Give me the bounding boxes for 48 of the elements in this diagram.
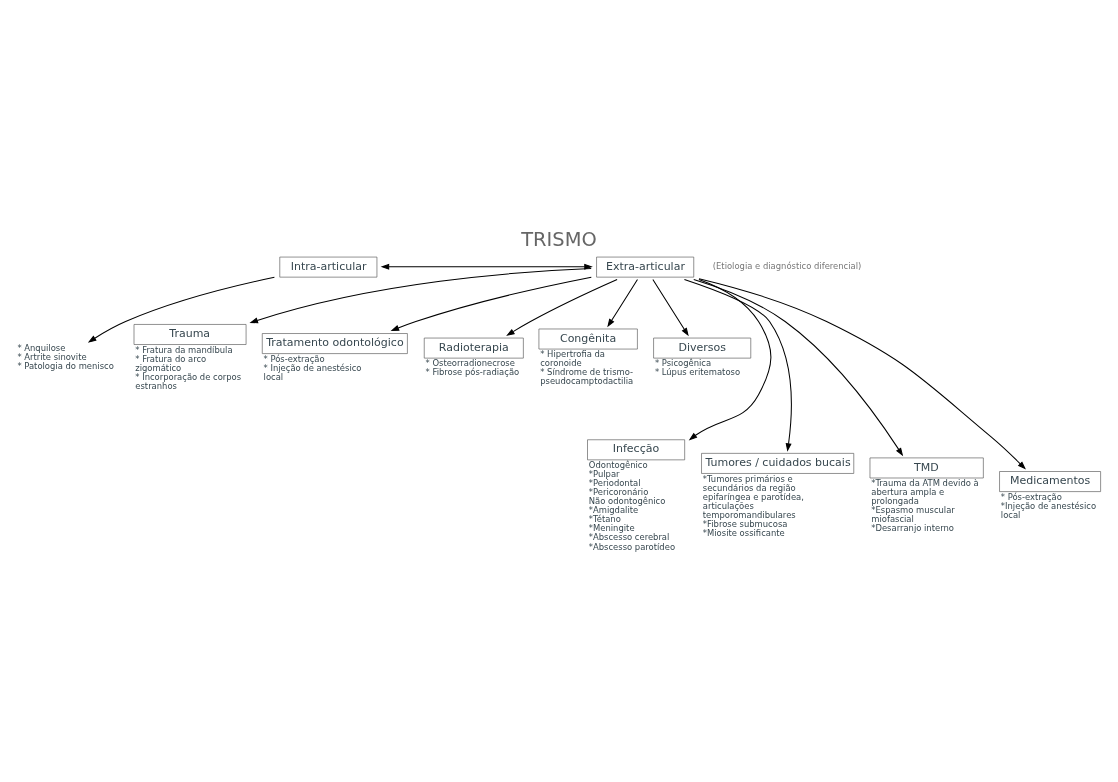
node-label: * Osteorradionecrose <box>425 357 515 368</box>
node-label: *Desarranjo interno <box>871 522 954 533</box>
node-label: *Espasmo muscular miofascial <box>871 504 955 524</box>
node-box: Tratamento odontológico <box>261 332 408 354</box>
node-box: Medicamentos <box>999 470 1101 492</box>
node-label: * Síndrome de trismo-pseudocamptodactilia <box>540 366 634 386</box>
arrow <box>87 276 275 343</box>
arrow <box>698 277 1026 470</box>
node-box: Diversos <box>653 337 752 358</box>
node-box: Intra-articular <box>279 256 378 277</box>
node-box: Tumores / cuidados bucais <box>701 452 855 474</box>
label: (Etiologia e diagnóstico diferencial) <box>712 260 862 271</box>
node-label: * Hipertrofia da coronoide <box>540 348 606 368</box>
arrow <box>652 278 689 336</box>
diagram-title: TRISMO <box>521 227 597 251</box>
node-label: *Trauma da ATM devido à abertura ampla e prolongada <box>871 477 979 506</box>
node-box: Infecção <box>587 438 685 460</box>
node-box: Congênita <box>538 328 638 349</box>
arrow <box>693 278 904 456</box>
arrow <box>249 267 592 323</box>
node-label: *Abscesso cerebral <box>588 531 670 542</box>
node-box: TMD <box>869 457 984 478</box>
arrow <box>380 263 593 270</box>
node-label: * Psicogênica <box>654 357 712 368</box>
node-box: Radioterapia <box>423 337 524 358</box>
node-label: * Pós-extração <box>263 353 325 364</box>
node-label: *Pericoronário <box>588 486 649 497</box>
node-label: Não odontogênico <box>588 495 666 506</box>
node-label: * Fratura da mandíbula <box>135 344 233 355</box>
node-label: *Meningite <box>588 522 635 533</box>
arrow <box>390 276 592 331</box>
arrow <box>683 278 792 452</box>
node-label: *Abscesso parotídeo <box>588 541 676 552</box>
node-label: *Tétano <box>588 513 621 524</box>
node-label: *Tumores primários e secundários da região epifaríngea e parotídea, articulações temporomandibulares <box>702 472 804 520</box>
node-label: *Miosite ossificante <box>702 527 785 538</box>
node-label: * Pós-extração <box>1000 491 1062 502</box>
node-label: *Amigdalite <box>588 504 639 515</box>
arrow <box>688 278 772 440</box>
arrow <box>607 278 638 327</box>
node-text: * Anquilose * Artrite sinovite * Patologia do menisco <box>17 342 114 371</box>
arrow <box>506 278 618 336</box>
node-box: Trauma <box>133 323 247 345</box>
node-label: Odontogênico <box>588 459 648 470</box>
node-label: * Fibrose pós-radiação <box>425 366 520 377</box>
node-box: Extra-articular <box>596 256 695 277</box>
node-label: * Fratura do arco zigomático <box>135 353 207 373</box>
node-label: *Pulpar <box>588 468 620 479</box>
